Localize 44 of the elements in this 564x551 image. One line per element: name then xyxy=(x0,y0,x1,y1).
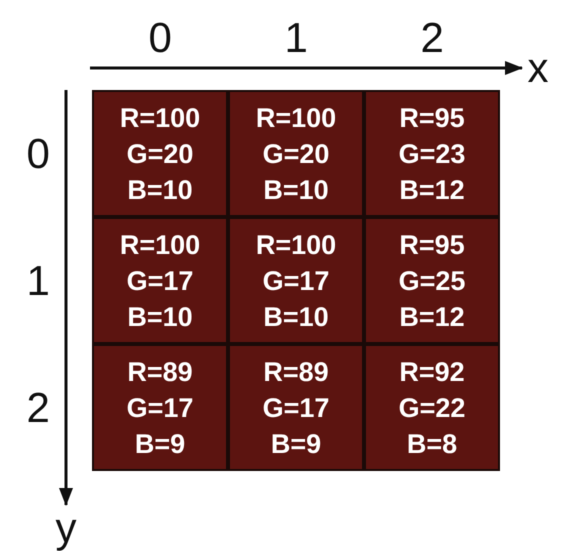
channel-value: G=20 xyxy=(126,138,194,170)
pixel-cell xyxy=(364,217,500,344)
channel-value: G=17 xyxy=(262,264,330,298)
y-tick-label: 1 xyxy=(26,260,50,302)
pixel-cell xyxy=(364,90,500,217)
channel-value: B=10 xyxy=(263,174,329,206)
channel-value: G=17 xyxy=(126,264,194,298)
x-tick-label: 2 xyxy=(420,17,444,59)
y-axis-label: y xyxy=(56,507,76,549)
channel-value: B=10 xyxy=(263,300,329,334)
channel-value: B=12 xyxy=(399,300,465,334)
channel-value: B=9 xyxy=(270,428,322,460)
channel-value: B=10 xyxy=(127,174,193,206)
channel-value: G=23 xyxy=(398,138,466,170)
channel-value: R=95 xyxy=(399,102,465,134)
channel-value: R=100 xyxy=(256,102,336,134)
channel-value: R=92 xyxy=(399,356,465,388)
channel-value: G=22 xyxy=(398,392,466,424)
x-tick-label: 1 xyxy=(284,17,308,59)
pixel-cell xyxy=(228,217,364,344)
channel-value: R=95 xyxy=(399,228,465,262)
channel-value: R=89 xyxy=(127,356,193,388)
channel-value: R=89 xyxy=(263,356,329,388)
channel-value: R=100 xyxy=(256,228,336,262)
pixel-cell xyxy=(364,344,500,471)
channel-value: B=8 xyxy=(406,428,458,460)
channel-value: G=20 xyxy=(262,138,330,170)
channel-value: B=12 xyxy=(399,174,465,206)
channel-value: G=17 xyxy=(126,392,194,424)
channel-value: R=100 xyxy=(120,228,200,262)
y-tick-label: 2 xyxy=(26,386,50,428)
pixel-cell xyxy=(228,344,364,471)
channel-value: B=10 xyxy=(127,300,193,334)
pixel-cell xyxy=(92,217,228,344)
channel-value: R=100 xyxy=(120,102,200,134)
pixel-cell xyxy=(228,90,364,217)
pixel-cell xyxy=(92,344,228,471)
y-tick-label: 0 xyxy=(26,132,50,174)
pixel-cell xyxy=(92,90,228,217)
channel-value: G=25 xyxy=(398,264,466,298)
channel-value: G=17 xyxy=(262,392,330,424)
x-tick-label: 0 xyxy=(148,17,172,59)
x-axis-label: x xyxy=(528,47,548,89)
channel-value: B=9 xyxy=(134,428,186,460)
